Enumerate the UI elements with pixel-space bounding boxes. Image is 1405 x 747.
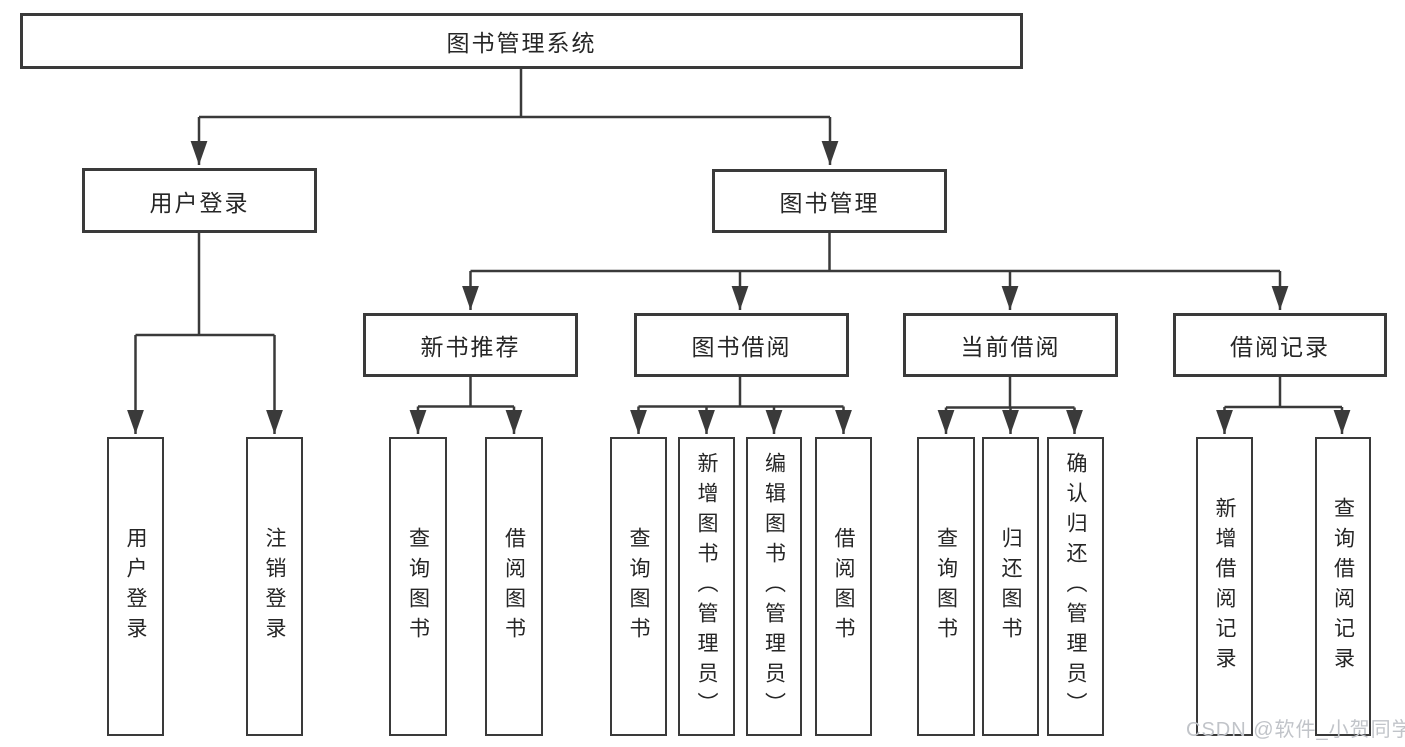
node-label: 查询借阅记录 xyxy=(1331,496,1355,677)
node-br-query-record: 查询借阅记录 xyxy=(1315,437,1371,736)
node-label: 确认归还（管理员） xyxy=(1064,451,1087,722)
node-bb-borrow-books: 借阅图书 xyxy=(815,437,872,736)
connector-user-login-children xyxy=(127,233,283,434)
node-label: 注销登录 xyxy=(263,526,286,647)
node-borrowing-records: 借阅记录 xyxy=(1173,313,1387,377)
node-bb-add-books-admin: 新增图书（管理员） xyxy=(678,437,735,736)
node-logout: 注销登录 xyxy=(246,437,303,736)
node-label: 新增图书（管理员） xyxy=(695,451,718,722)
connector-new-book-rec-children xyxy=(409,377,523,434)
node-label: 查询图书 xyxy=(406,526,430,647)
connector-root-to-level1 xyxy=(190,69,839,165)
node-user-login-leaf: 用户登录 xyxy=(107,437,164,736)
node-cb-return-books: 归还图书 xyxy=(982,437,1039,736)
connector-borrow-records-children xyxy=(1216,377,1351,434)
node-library-management-system: 图书管理系统 xyxy=(20,13,1023,69)
node-label: 查询图书 xyxy=(627,526,650,647)
node-cb-confirm-return-admin: 确认归还（管理员） xyxy=(1047,437,1104,736)
node-book-management: 图书管理 xyxy=(712,169,947,233)
node-bb-edit-books-admin: 编辑图书（管理员） xyxy=(746,437,802,736)
node-label: 借阅图书 xyxy=(502,526,526,647)
node-new-book-recommendation: 新书推荐 xyxy=(363,313,578,377)
connector-book-borrowing-children xyxy=(630,377,852,434)
node-br-add-record: 新增借阅记录 xyxy=(1196,437,1253,736)
connector-book-management-children xyxy=(462,233,1289,310)
node-label: 借阅图书 xyxy=(832,526,855,647)
node-book-borrowing: 图书借阅 xyxy=(634,313,849,377)
node-label: 新增借阅记录 xyxy=(1213,496,1236,677)
watermark: CSDN @软件_小贺同学 xyxy=(1186,719,1405,741)
node-bb-query-books: 查询图书 xyxy=(610,437,667,736)
node-user-login: 用户登录 xyxy=(82,168,317,233)
node-nbr-borrow-books: 借阅图书 xyxy=(485,437,543,736)
node-nbr-query-books: 查询图书 xyxy=(389,437,447,736)
node-label: 编辑图书（管理员） xyxy=(762,451,786,722)
node-label: 查询图书 xyxy=(934,526,958,647)
connector-current-borrowing-children xyxy=(937,377,1083,434)
node-current-borrowing: 当前借阅 xyxy=(903,313,1118,377)
node-label: 用户登录 xyxy=(124,526,147,647)
node-cb-query-books: 查询图书 xyxy=(917,437,975,736)
node-label: 归还图书 xyxy=(999,526,1022,647)
